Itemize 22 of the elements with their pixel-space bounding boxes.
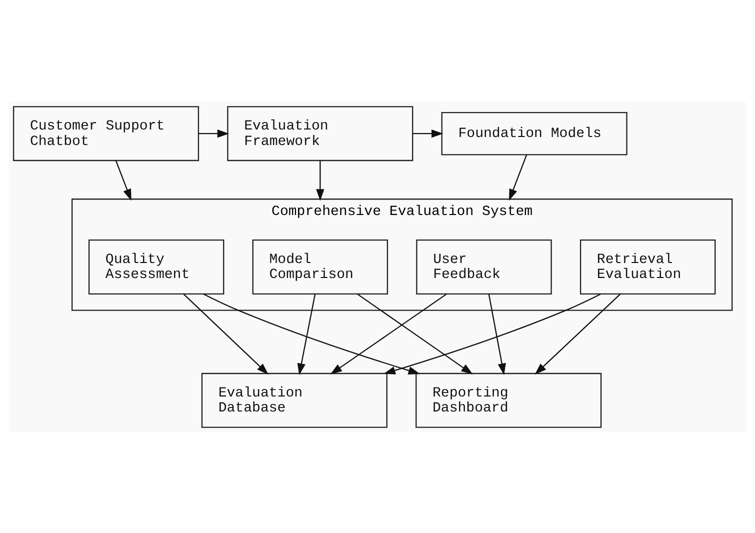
arrow [297, 293, 316, 375]
arrow [508, 154, 528, 200]
node-box: Model Comparison [252, 239, 388, 294]
arrow [203, 292, 420, 374]
arrow [316, 160, 324, 200]
node-box: Customer Support Chatbot [12, 106, 200, 161]
arrow [357, 293, 473, 374]
node-box: Evaluation Framework [227, 106, 414, 161]
arrow [384, 292, 602, 374]
node-box: Evaluation Database [201, 372, 388, 428]
node-box: Reporting Dashboard [416, 372, 602, 428]
arrow [413, 129, 444, 138]
arrow [330, 293, 447, 374]
arrow [183, 293, 268, 374]
node-box: Retrieval Evaluation [580, 239, 716, 294]
node-box: Foundation Models [441, 111, 628, 155]
arrow [488, 293, 506, 375]
arrow [198, 129, 230, 138]
arrow [534, 293, 621, 374]
arrow [115, 160, 132, 200]
node-box: Quality Assessment [88, 239, 224, 294]
node-box: User Feedback [416, 239, 552, 294]
